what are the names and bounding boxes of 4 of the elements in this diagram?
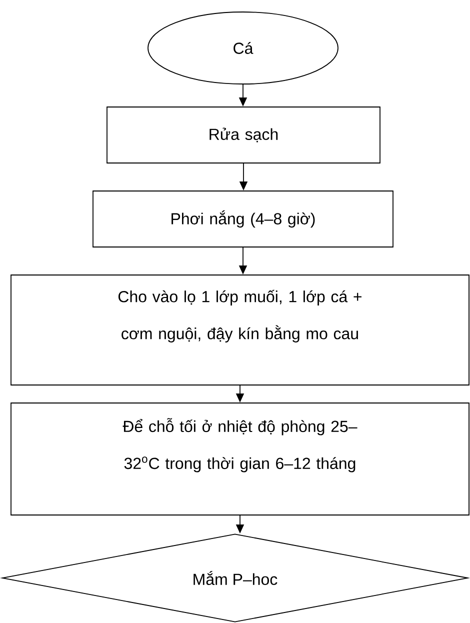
process-box: Rửa sạch bbox=[106, 106, 380, 164]
process-box: Phơi nắng (4–8 giờ) bbox=[92, 190, 394, 248]
process-box: Cho vào lọ 1 lớp muối, 1 lớp cá + cơm nguội, đậy kín bằng mo cau bbox=[10, 274, 470, 386]
process-box: Để chỗ tối ở nhiệt độ phòng 25–32$^{o}$C trong thời gian 6–12 tháng bbox=[10, 402, 470, 516]
